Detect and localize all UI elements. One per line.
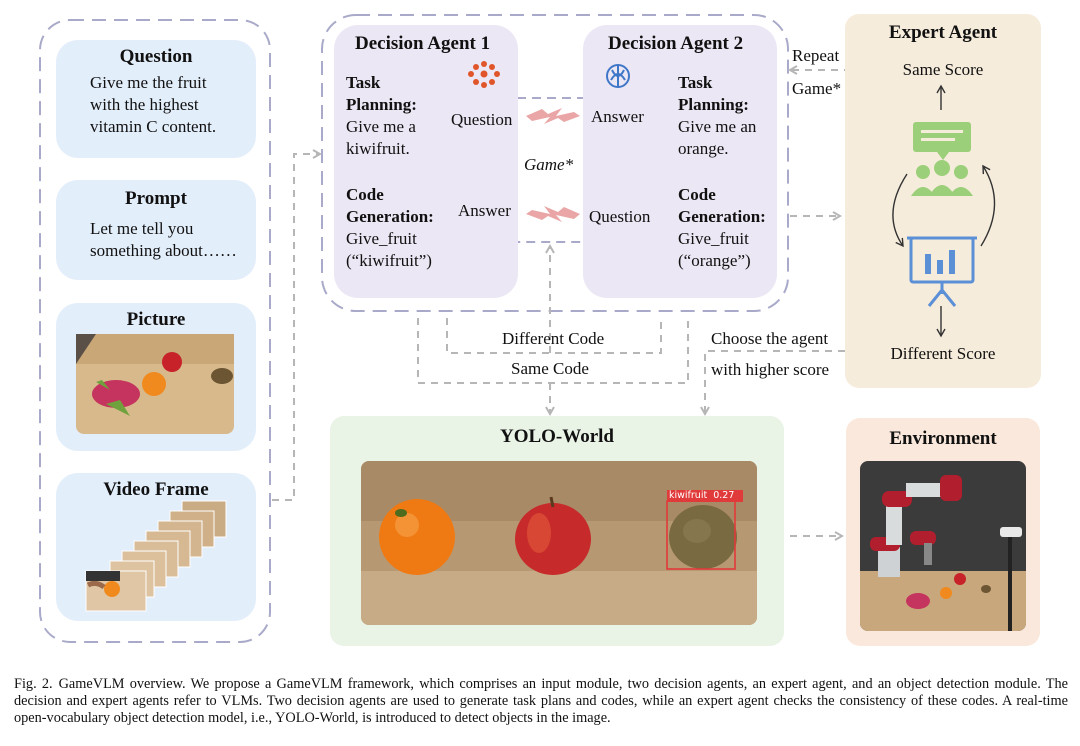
code-line: (“orange”): [678, 251, 751, 270]
detection-label: kiwifruit 0.27: [669, 490, 735, 501]
question-line: with the highest: [90, 95, 199, 114]
input-to-decision-arrow: [272, 154, 320, 501]
repeat-label-1: Repeat: [792, 46, 840, 65]
video-frame-card: Video Frame: [56, 473, 256, 621]
agent-2-code-label: Code Generation:: [678, 184, 766, 228]
game-arrow-left-icon: [526, 206, 580, 222]
game-answer-left: Answer: [458, 201, 511, 220]
agent-1-task-label: Task Planning:: [346, 72, 417, 116]
video-frames-stack: [85, 500, 227, 612]
label-line: Generation:: [678, 207, 766, 226]
agent-2-logo-icon: [606, 64, 630, 88]
task-line: kiwifruit.: [346, 139, 410, 158]
picture-title: Picture: [126, 309, 186, 330]
figure-number: Fig. 2.: [14, 676, 53, 692]
decision-agent-2-title: Decision Agent 2: [608, 33, 744, 54]
presentation-board-icon: [907, 236, 977, 307]
task-line: Give me an: [678, 117, 757, 136]
figure-caption: Fig. 2.GameVLM overview. We propose a Ga…: [14, 676, 1068, 727]
same-code-path: [417, 318, 689, 384]
task-line: orange.: [678, 139, 729, 158]
code-line: Give_fruit: [678, 229, 749, 248]
prompt-line: something about……: [90, 241, 237, 260]
choose-agent-label-1: Choose the agent: [711, 329, 829, 348]
label-line: Generation:: [346, 207, 434, 226]
decision-module-outline: [321, 14, 789, 312]
game-question-left: Question: [451, 110, 513, 129]
yolo-detection-image: [361, 461, 757, 625]
label-line: Task: [678, 73, 713, 92]
choose-agent-label-2: with higher score: [711, 360, 830, 379]
question-line: Give me the fruit: [90, 73, 207, 92]
decision-agent-2: [583, 25, 777, 298]
game-label: Game*: [524, 155, 574, 174]
agent-2-code-text: Give_fruit (“orange”): [678, 228, 751, 272]
agent-2-task-text: Give me an orange.: [678, 116, 756, 160]
agent-1-task-text: Give me a kiwifruit.: [346, 116, 416, 160]
environment-title: Environment: [889, 428, 997, 449]
agent-1-logo-icon: [468, 61, 500, 88]
robot-arm-scene: [860, 461, 1026, 631]
picture-card: Picture: [56, 303, 256, 451]
input-module-outline: [39, 19, 271, 643]
expert-agent-panel: Expert Agent Same Score Different Score: [845, 14, 1041, 388]
different-score-label: Different Score: [890, 344, 996, 363]
choose-agent-arrow: [705, 350, 884, 414]
task-line: Give me a: [346, 117, 416, 136]
agent-1-code-label: Code Generation:: [346, 184, 434, 228]
agent-2-task-label: Task Planning:: [678, 72, 749, 116]
decision-agent-1-title: Decision Agent 1: [355, 33, 491, 54]
label-line: Code: [678, 185, 716, 204]
same-score-label: Same Score: [902, 60, 984, 79]
game-answer-right: Answer: [591, 107, 644, 126]
label-line: Code: [346, 185, 384, 204]
label-line: Planning:: [678, 95, 749, 114]
prompt-title: Prompt: [125, 188, 187, 209]
repeat-label-2: Game*: [792, 79, 842, 98]
different-code-path: [446, 318, 662, 354]
prompt-card: Prompt Let me tell you something about……: [56, 180, 256, 280]
gamevlm-diagram: Question Give me the fruit with the high…: [39, 14, 1041, 646]
label-line: Planning:: [346, 95, 417, 114]
decision-agent-1: [334, 25, 518, 298]
agent-1-code-text: Give_fruit (“kiwifruit”): [346, 228, 432, 272]
question-card: Question Give me the fruit with the high…: [56, 40, 256, 158]
question-line: vitamin C content.: [90, 117, 217, 136]
fruit-table-photo: [76, 334, 234, 434]
code-line: (“kiwifruit”): [346, 251, 432, 270]
caption-text: GameVLM overview. We propose a GameVLM f…: [14, 676, 1068, 726]
code-line: Give_fruit: [346, 229, 417, 248]
question-title: Question: [119, 46, 193, 67]
game-question-right: Question: [589, 207, 651, 226]
prompt-text: Let me tell you something about……: [90, 218, 248, 262]
yolo-world-title: YOLO-World: [499, 426, 614, 447]
expert-agent-title: Expert Agent: [888, 22, 998, 43]
label-line: Task: [346, 73, 381, 92]
question-text: Give me the fruit with the highest vitam…: [90, 72, 248, 138]
video-frame-title: Video Frame: [103, 479, 209, 500]
expert-agent-graphics: [892, 84, 996, 338]
game-arrow-right-icon: [526, 108, 580, 124]
discussion-group-icon: [911, 122, 973, 196]
same-code-label: Same Code: [511, 359, 589, 378]
prompt-line: Let me tell you: [90, 219, 194, 238]
different-code-label: Different Code: [502, 329, 605, 348]
